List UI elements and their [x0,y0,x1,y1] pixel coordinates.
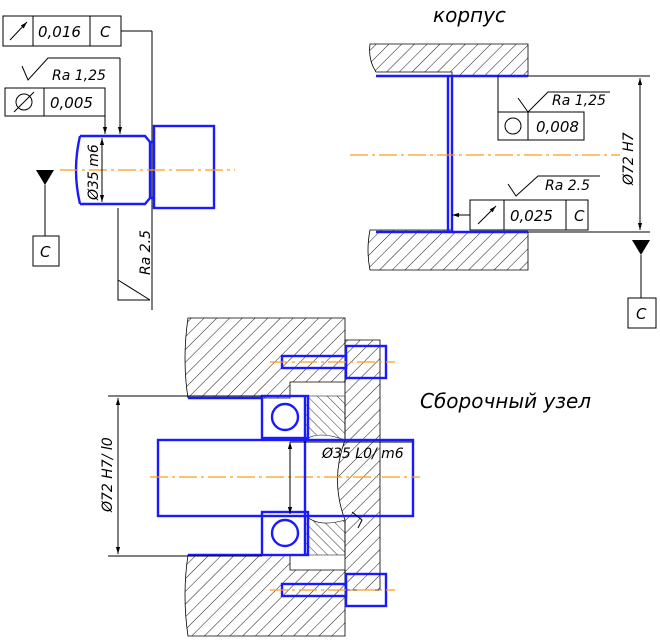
cylindricity-icon [15,93,33,111]
housing-datum-letter: C [636,305,647,323]
shaft-body [60,124,235,210]
shaft-datum: C [32,170,60,267]
housing-runout-arrow-icon [477,205,497,225]
bearing [260,394,310,557]
shaft-runout-datum: C [100,23,111,41]
shaft-roughness-top: Ra 1,25 [52,68,106,84]
bottom-bolt [270,572,395,608]
housing-detail: корпус Ra 1,25 0,008 Ra 2.5 0,025 C Ø72 … [350,3,657,329]
shaft-runout-value: 0,016 [38,23,81,41]
housing-runout-value: 0,025 [510,207,553,225]
assembly-shaft [150,396,420,555]
seal-icon [351,511,363,529]
runout-arrow-icon [9,21,28,41]
shaft-diameter-label: Ø35 m6 [86,144,102,201]
shaft-side-roughness: Ra 2.5 [117,208,154,301]
shaft-roughness: Ra 1,25 [21,57,123,134]
inner-fit-label: Ø35 L0/ m6 [321,446,404,462]
housing-title: корпус [433,3,506,27]
inner-fit-dimension: Ø35 L0/ m6 [287,441,412,514]
housing-cylindricity-value: 0,008 [536,118,579,136]
housing-cylindricity-icon [504,117,522,135]
shaft-cylindricity-frame: 0,005 [4,87,108,134]
housing-diameter-label: Ø72 H7 [621,132,637,186]
outer-fit-label: Ø72 H7/ l0 [100,437,116,513]
shaft-datum-letter: C [40,243,51,261]
assembly-title: Сборочный узел [420,389,591,413]
housing-runout-datum: C [574,207,585,225]
shaft-runout-frame: 0,016 C [2,15,153,310]
assembly-detail: Сборочный узел [100,317,591,637]
housing-roughness-bore: Ra 1,25 [552,93,606,109]
shaft-cylindricity-value: 0,005 [50,94,93,112]
shaft-diameter-dimension: Ø35 m6 [86,138,105,202]
outer-fit-dimension: Ø72 H7/ l0 [100,395,262,557]
housing-roughness-shoulder: Ra 2.5 [545,178,590,194]
shaft-roughness-side: Ra 2.5 [138,230,154,275]
shaft-detail: 0,016 C Ra 1,25 0,005 [2,15,235,310]
top-bolt [270,344,395,380]
